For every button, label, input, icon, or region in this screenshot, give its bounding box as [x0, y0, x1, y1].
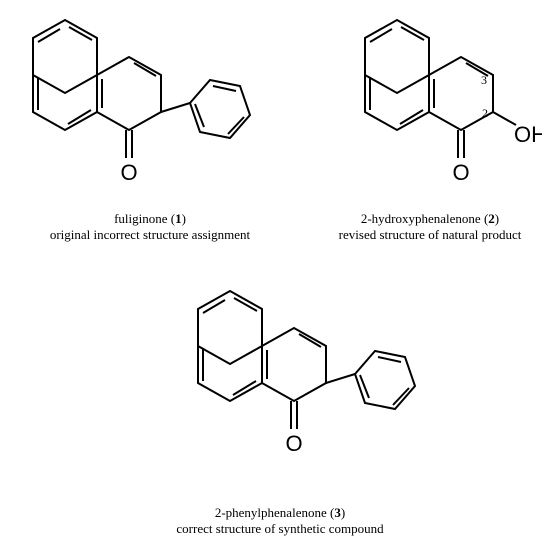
compound-number: 1	[175, 211, 182, 226]
phenalenone-core-1	[32, 18, 162, 158]
oxygen-atom-label: O	[285, 431, 302, 456]
locant-3: 3	[481, 73, 487, 87]
caption-compound-1: fuliginone (1) original incorrect struct…	[40, 211, 260, 243]
structure-2-hydroxyphenalenone: O OH 3 2	[364, 18, 542, 185]
structure-2-phenylphenalenone: O	[197, 289, 417, 456]
oxygen-atom-label: O	[452, 160, 469, 185]
compound-name: 2-hydroxyphenalenone (2)	[360, 211, 500, 226]
hydroxyl-label: OH	[514, 122, 542, 147]
phenyl-ring-3	[325, 349, 417, 411]
compound-number: 3	[334, 505, 341, 520]
compound-description: correct structure of synthetic compound	[176, 521, 384, 536]
compound-number: 2	[488, 211, 495, 226]
phenalenone-core-3	[197, 289, 327, 429]
caption-compound-2: 2-hydroxyphenalenone (2) revised structu…	[318, 211, 542, 243]
compound-name: 2-phenylphenalenone (3)	[214, 505, 346, 520]
phenalenone-core-2	[364, 18, 517, 158]
phenyl-ring-1	[160, 78, 252, 140]
locant-2: 2	[482, 106, 488, 120]
compound-description: revised structure of natural product	[338, 227, 522, 242]
compound-name: fuliginone (1)	[114, 211, 186, 226]
caption-compound-3: 2-phenylphenalenone (3) correct structur…	[160, 505, 400, 537]
oxygen-atom-label: O	[120, 160, 137, 185]
compound-description: original incorrect structure assignment	[49, 227, 251, 242]
structure-fuliginone: O	[32, 18, 252, 185]
